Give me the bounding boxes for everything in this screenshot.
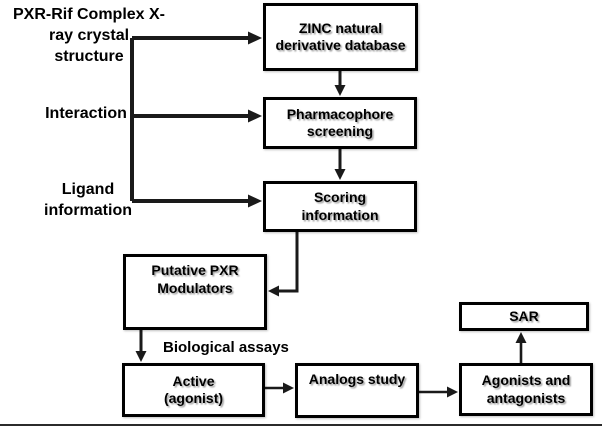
arrow-analogs-to-agonists: [419, 386, 458, 398]
node-active-agonist: Active (agonist): [122, 363, 265, 417]
node-analogs-study: Analogs study: [295, 363, 419, 418]
node-pharmacophore-screening-label: Pharmacophore screening: [286, 105, 394, 140]
node-scoring-information-label: Scoring information: [301, 189, 379, 223]
node-pharmacophore-screening: Pharmacophore screening: [263, 97, 417, 149]
arrowhead-ligand-to-scoring: [248, 194, 262, 208]
node-sar-label: SAR: [509, 307, 539, 324]
node-putative-pxr-modulators-label: Putative PXR Modulators: [151, 262, 239, 296]
figure-bottom-border: [0, 424, 602, 426]
arrow-scoring-to-putative: [268, 232, 299, 297]
arrowhead-interaction-to-pharmacophore: [248, 109, 262, 123]
arrow-zinc-to-pharmacophore: [334, 71, 346, 96]
node-sar: SAR: [459, 302, 589, 331]
node-active-agonist-label: Active (agonist): [163, 372, 224, 407]
node-scoring-information: Scoring information: [263, 181, 417, 232]
arrowhead-xray-to-zinc: [248, 31, 262, 45]
arrow-pharmacophore-to-scoring: [334, 149, 346, 180]
input-label-ligand-information: Ligand information: [44, 181, 132, 219]
node-zinc-database-label: ZINC natural derivative database: [275, 19, 406, 54]
node-zinc-database: ZINC natural derivative database: [263, 3, 418, 71]
node-putative-pxr-modulators: Putative PXR Modulators: [123, 254, 267, 330]
arrow-agonists-to-sar: [515, 332, 527, 363]
node-agonists-and-antagonists: Agonists and antagonists: [459, 363, 593, 416]
arrow-putative-to-active: [135, 330, 147, 362]
input-label-interaction: Interaction: [45, 105, 127, 122]
node-agonists-and-antagonists-label: Agonists and antagonists: [481, 372, 571, 406]
node-analogs-study-label: Analogs study: [308, 371, 406, 387]
flow-label-biological-assays: Biological assays: [163, 339, 289, 356]
input-branch-connector: [130, 31, 262, 208]
arrow-active-to-analogs: [265, 382, 294, 394]
input-label-xray-crystal-structure: PXR-Rif Complex X- ray crystal structure: [12, 6, 165, 65]
